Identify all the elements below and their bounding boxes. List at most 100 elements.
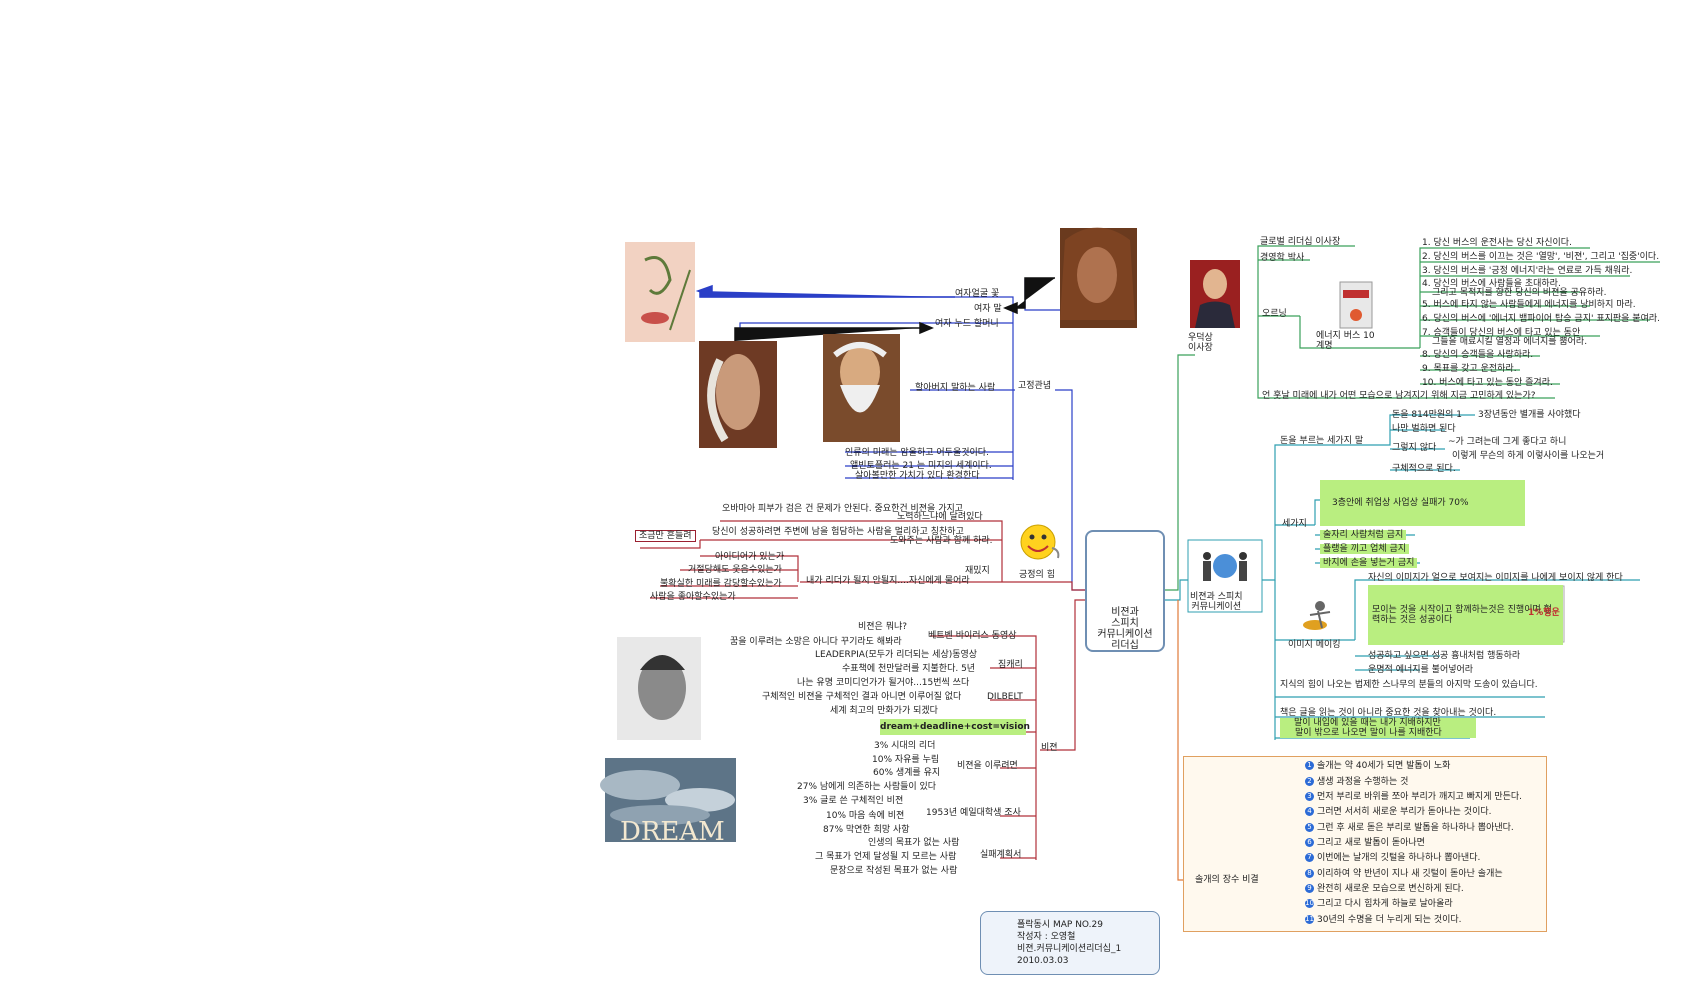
woo-num-8[interactable]: 그들을 매료시킬 열정과 에너지를 뿜어라. (1432, 337, 1588, 347)
positive-item-6[interactable]: 불확실한 미래를 감당할수있는가 (660, 579, 782, 589)
gojeong-item-5[interactable]: 앨빈토플러는 21 는 미지의 세계이다. (850, 461, 992, 471)
speech-sub3-item-3[interactable]: 운명적 에너지를 불어넣어라 (1368, 665, 1474, 675)
vision-item-1[interactable]: 베트벤 바이러스 동영상 (928, 631, 1017, 641)
woo-num-5[interactable]: 5. 버스에 타지 않는 사람들에게 에너지를 낭비하지 마라. (1422, 300, 1636, 310)
speech-label[interactable]: 비젼과 스피치 커뮤니케이션 (1190, 592, 1243, 612)
gojeong-item-0[interactable]: 여자얼굴 꽃 (955, 289, 1000, 299)
vision-survey-label[interactable]: 1953년 예일대학생 조사 (926, 808, 1021, 818)
vision-pct-9[interactable]: 문장으로 작성된 목표가 없는 사람 (830, 866, 958, 876)
speech-sub2-item-1[interactable]: 술자리 사람처럼 금지 (1320, 530, 1407, 540)
vision-pct-3[interactable]: 27% 남에게 의존하는 사람들이 있다 (797, 782, 937, 792)
vision-pct-6[interactable]: 87% 막연한 희망 사항 (823, 825, 910, 835)
positive-item-0[interactable]: 오바마아 피부가 검은 건 문제가 안된다. 중요한건 비젼을 가지고 (722, 504, 964, 514)
gojeong-item-1[interactable]: 여자 말 (974, 304, 1002, 314)
vision-pct-5[interactable]: 10% 마음 속에 비젼 (826, 811, 905, 821)
vision-item-2[interactable]: 꿈을 이루려는 소망은 아니다 꾸기라도 해봐라 (730, 637, 902, 647)
positive-item-9[interactable]: 내가 리더가 될지 안될지....자신에게 물어라 (806, 576, 970, 586)
positive-item-5[interactable]: 거절당해도 웃음수있는가 (688, 565, 782, 575)
positive-item-3[interactable]: 도와주는 사람과 함께 하라. (890, 536, 993, 546)
vision-pct-4[interactable]: 3% 글로 쓴 구체적인 비젼 (803, 796, 904, 806)
speech-sub1-item-4[interactable]: ~가 그려는데 그게 좋다고 하니 (1448, 437, 1567, 447)
vision-item-9[interactable]: 세계 최고의 만화가가 되겠다 (830, 706, 938, 716)
vision-pct-2[interactable]: 60% 생계를 유지 (873, 768, 941, 778)
vision-sub-label[interactable]: 비젼을 이루려면 (957, 761, 1018, 771)
positive-item-8[interactable]: 재밌지 (965, 566, 990, 576)
speech-sub1-item-2[interactable]: 나만 벌하면 된다 (1392, 424, 1456, 434)
woo-item-3[interactable]: 에너지 버스 10 계명 (1316, 331, 1375, 351)
center-topic-node[interactable]: 비젼과 스피치 커뮤니케이션 리더십 (1085, 530, 1165, 652)
woo-num-0[interactable]: 1. 당신 버스의 운전사는 당신 자신이다. (1422, 238, 1572, 248)
woo-num-1[interactable]: 2. 당신의 버스를 이끄는 것은 '열망', '비젼', 그리고 '집중'이다… (1422, 252, 1660, 262)
vision-label[interactable]: 비젼 (1041, 743, 1058, 753)
positive-box-label[interactable]: 조금만 흔들려 (635, 530, 696, 542)
vision-formula[interactable]: dream+deadline+cost=vision (880, 719, 1030, 735)
gojeong-item-3[interactable]: 할아버지 말하는 사람 (915, 383, 996, 393)
positive-item-7[interactable]: 사람을 좋아할수있는가 (650, 592, 736, 602)
vision-plan-label[interactable]: 실패계획서 (980, 850, 1022, 860)
gojeong-item-4[interactable]: 인류의 미래는 암울하고 어두울것이다. (845, 448, 989, 458)
speech-sub1-item-0[interactable]: 돈을 814만원의 1 (1392, 410, 1463, 420)
speech-sub1-item-3[interactable]: 그렇지 않다 (1392, 443, 1437, 453)
vision-item-3[interactable]: LEADERPIA(모두가 리더되는 세상)동영상 (815, 650, 978, 660)
woo-num-4[interactable]: 그리고 목적지를 향한 당신의 비젼을 공유하라. (1432, 288, 1607, 298)
vision-item-4[interactable]: 짐캐리 (998, 660, 1023, 670)
speech-sub3-item-4[interactable]: 지식의 힘이 나오는 법제한 스나무의 분들의 아지막 도송이 있습니다. (1280, 680, 1538, 690)
woo-num-6[interactable]: 6. 당신의 버스에 '에너지 뱀파이어 탑승 금지' 표지판을 붙여라. (1422, 314, 1661, 324)
positive-item-2[interactable]: 당신이 성공하려면 주변에 남을 험담하는 사람을 멀리하고 칭찬하고 (712, 527, 964, 537)
speech-sub3-item-7[interactable]: 말이 밖으로 나오면 말이 나를 지배한다 (1295, 728, 1442, 738)
speech-sub2-item-0[interactable]: 3층안에 취업상 사업상 실패가 70% (1320, 480, 1525, 526)
vision-item-6[interactable]: 나는 유명 코미디언가가 될거야...15번씩 쓰다 (797, 678, 970, 688)
woo-item-4[interactable]: 언 훗날 미래에 내가 어떤 모습으로 남겨지기 위해 지금 고민하게 있는가? (1262, 391, 1536, 401)
eagle-label[interactable]: 솔개의 장수 비결 (1195, 875, 1259, 885)
woo-num-7[interactable]: 7. 승객들이 당신의 버스에 타고 있는 동안 (1422, 328, 1581, 338)
woo-num-2[interactable]: 3. 당신의 버스를 '긍정 에너지'라는 연료로 가득 채워라. (1422, 266, 1633, 276)
vision-pct-7[interactable]: 인생의 목표가 없는 사람 (868, 838, 960, 848)
woo-item-0[interactable]: 글로벌 리더십 이사장 (1260, 237, 1341, 247)
vision-pct-1[interactable]: 10% 자유를 누림 (872, 755, 940, 765)
woo-num-3[interactable]: 4. 당신의 버스에 사람들을 초대하라. (1422, 279, 1561, 289)
woo-num-9[interactable]: 8. 당신의 승객들을 사랑하라. (1422, 350, 1534, 360)
speech-sub2-item-3[interactable]: 바지에 손을 넣는거 금지 (1320, 558, 1418, 568)
speech-sub1-item-6[interactable]: 구체적으로 된다. (1392, 464, 1456, 474)
vision-pct-0[interactable]: 3% 시대의 리더 (874, 741, 936, 751)
speech-sub2-item-2[interactable]: 플랭을 끼고 업체 금지 (1320, 544, 1410, 554)
vision-item-5[interactable]: 수표책에 천만달러를 지불한다. 5년 (842, 664, 976, 674)
map-info-box[interactable]: 폴락동시 MAP NO.29 작성자 : 오영철 비젼.커뮤니케이션리더십_1 … (980, 911, 1160, 975)
gojeong-item-2[interactable]: 여자 누드 할머니 (935, 319, 999, 329)
speech-sub3-item-2[interactable]: 성공하고 싶으면 성공 흉내처럼 행동하라 (1368, 651, 1521, 661)
positive-label[interactable]: 긍정의 힘 (1019, 570, 1055, 580)
vision-item-8[interactable]: 구체적인 비젼을 구체적인 결과 아니면 이루어질 없다 (762, 692, 962, 702)
vision-item-7[interactable]: DILBELT (987, 692, 1023, 702)
speech-sub1-item-1[interactable]: 3장년동안 별개를 사야했다 (1478, 410, 1581, 420)
speech-sub3-item-0[interactable]: 자신의 이미지가 얼으로 보여지는 이미지를 나에게 보이지 않게 한다 (1368, 573, 1623, 583)
positive-item-4[interactable]: 아이디어가 있는가 (715, 552, 785, 562)
woo-item-2[interactable]: 오르닝 (1262, 309, 1287, 319)
speech-sub3-item-1[interactable]: 모이는 것을 시작이고 함께하는것은 진행이며 협력하는 것은 성공이다 (1368, 585, 1563, 645)
woo-num-10[interactable]: 9. 목표를 갖고 운전하라. (1422, 364, 1517, 374)
gojeong-item-6[interactable]: 살아볼만한 가치가 있다 환경한다 (855, 471, 980, 481)
vision-pct-8[interactable]: 그 목표가 언제 달성될 지 모르는 사람 (815, 852, 957, 862)
vision-item-0[interactable]: 비젼은 뭐냐? (858, 622, 908, 632)
woo-item-1[interactable]: 경영학 박사 (1260, 253, 1305, 263)
speech-sub3-item-6[interactable]: 말이 내입에 있을 때는 내가 지배하지만 (1280, 718, 1476, 738)
woo-num-11[interactable]: 10. 버스에 타고 있는 동안 즐겨라. (1422, 378, 1553, 388)
positive-item-1[interactable]: 노력하느냐에 달려있다 (897, 512, 983, 522)
woo-label[interactable]: 우덕상 이사장 (1188, 333, 1213, 353)
speech-sub2-label[interactable]: 세가지 (1282, 519, 1307, 529)
speech-sub1-label[interactable]: 돈을 부르는 세가지 말 (1280, 436, 1364, 446)
gojeong-label[interactable]: 고정관념 (1018, 381, 1052, 391)
speech-sub1-item-5[interactable]: 이렇게 무슨의 하게 이렇사이를 나오는거 (1452, 451, 1605, 461)
speech-sub3-item-5[interactable]: 책은 글을 읽는 것이 아니라 중요한 것을 찾아내는 것이다. (1280, 708, 1497, 718)
speech-sub3-label[interactable]: 이미지 메이킹 (1288, 640, 1341, 650)
